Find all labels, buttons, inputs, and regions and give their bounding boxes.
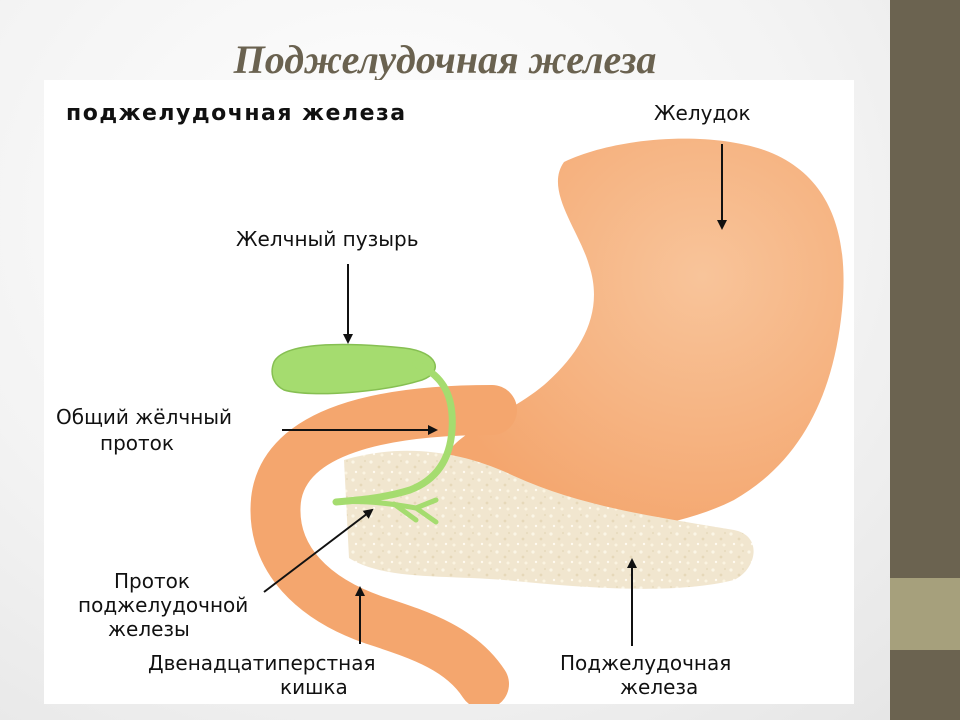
slide-title: Поджелудочная железа (233, 37, 657, 82)
pancreas-shape (344, 450, 754, 589)
duodenum-label-line1: Двенадцатиперстная (148, 651, 375, 675)
figure-heading: поджелудочная железа (66, 101, 407, 126)
anatomy-diagram: поджелудочная железа Желудок Желчный пуз… (56, 101, 844, 704)
pancreatic-duct-shape (333, 497, 439, 525)
sidebar-accent (890, 578, 960, 650)
pancreatic-duct-label-line2: поджелудочной (78, 593, 248, 617)
gallbladder-label: Желчный пузырь (236, 227, 419, 251)
pancreatic-duct-arrow (263, 508, 374, 593)
duodenum-shape (250, 385, 517, 704)
gallbladder-shape (271, 343, 436, 395)
stomach-shape (439, 138, 844, 532)
pancreatic-duct-label-line1: Проток (114, 569, 190, 593)
pancreas-label-line2: железа (620, 675, 698, 699)
stomach-label: Желудок (654, 101, 751, 125)
common-bile-duct-label-line2: проток (100, 431, 174, 455)
pancreas-label-line1: Поджелудочная (560, 651, 731, 675)
pancreatic-duct-label-line3: железы (108, 617, 190, 641)
anatomy-image: поджелудочная железа Желудок Желчный пуз… (44, 80, 854, 704)
duodenum-label-line2: кишка (280, 675, 348, 699)
common-bile-duct-shape (332, 360, 456, 506)
common-bile-duct-label-line1: Общий жёлчный (56, 405, 232, 429)
